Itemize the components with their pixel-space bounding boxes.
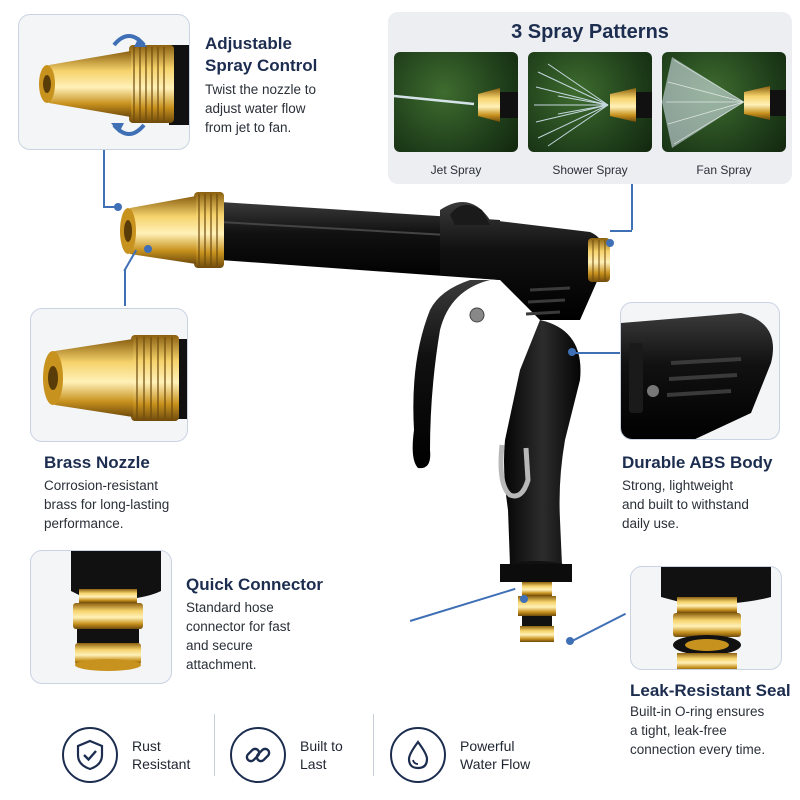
brass-title: Brass Nozzle — [44, 453, 150, 472]
dot-connector — [520, 595, 528, 603]
shield-check-icon — [62, 727, 118, 783]
benefit-water-flow: Powerful Water Flow — [390, 710, 550, 800]
dot-adjustable — [114, 203, 122, 211]
hose-gun-illustration — [120, 192, 610, 642]
connector-title: Quick Connector — [186, 575, 323, 594]
seal-desc-line2: a tight, leak-free — [630, 723, 727, 738]
spray-patterns-title: 3 Spray Patterns — [511, 21, 669, 43]
rotating-nozzle-illustration — [39, 34, 189, 136]
brass-desc-line3: performance. — [44, 516, 124, 531]
body-desc-line2: and built to withstand — [622, 497, 749, 512]
benefit-rust-line1: Rust — [132, 738, 161, 754]
benefit-separator-1 — [214, 714, 215, 776]
water-drop-icon — [390, 727, 446, 783]
leader-patterns — [631, 184, 633, 230]
body-desc-line3: daily use. — [622, 516, 680, 531]
benefit-built-line1: Built to — [300, 738, 343, 754]
connector-desc-line1: Standard hose — [186, 600, 274, 615]
connector-desc-line3: and secure — [186, 638, 253, 653]
jet-spray-label: Jet Spray — [430, 163, 482, 177]
adjustable-title-line1: Adjustable — [205, 34, 292, 53]
leader-brass-v — [124, 270, 126, 306]
leader-patterns-diag — [610, 230, 632, 232]
fan-spray-label: Fan Spray — [696, 163, 752, 177]
seal-desc-line3: connection every time. — [630, 742, 766, 757]
chain-link-icon — [230, 727, 286, 783]
leader-adjustable-h — [103, 206, 117, 208]
body-title: Durable ABS Body — [622, 453, 773, 472]
benefit-separator-2 — [373, 714, 374, 776]
dot-brass — [144, 245, 152, 253]
brass-nozzle-photo — [30, 308, 188, 442]
seal-title: Leak-Resistant Seal — [630, 681, 791, 700]
quick-connector-photo — [30, 550, 172, 684]
brass-desc-line2: brass for long-lasting — [44, 497, 170, 512]
abs-body-photo — [620, 302, 780, 440]
fan-spray-image — [662, 52, 786, 152]
adjustable-desc-line1: Twist the nozzle to — [205, 82, 317, 97]
connector-desc-line2: connector for fast — [186, 619, 291, 634]
body-desc-line1: Strong, lightweight — [622, 478, 734, 493]
benefit-built-line2: Last — [300, 756, 327, 772]
leader-adjustable-v — [103, 150, 105, 206]
dot-body — [568, 348, 576, 356]
spray-patterns-panel: 3 Spray Patterns Jet Spray Shower Spray — [388, 12, 792, 184]
connector-desc-line4: attachment. — [186, 657, 257, 672]
seal-desc-line1: Built-in O-ring ensures — [630, 704, 765, 719]
benefit-rust-line2: Resistant — [132, 756, 191, 772]
leak-seal-photo — [630, 566, 782, 670]
shower-spray-image — [528, 52, 652, 152]
jet-spray-image — [394, 52, 518, 152]
adjustable-desc-line2: adjust water flow — [205, 101, 306, 116]
benefit-built-to-last: Built to Last — [230, 710, 390, 800]
adjustable-title-line2: Spray Control — [205, 56, 318, 75]
leader-body — [574, 352, 620, 354]
adjustable-nozzle-photo — [18, 14, 190, 150]
benefit-water-line1: Powerful — [460, 738, 515, 754]
dot-patterns — [606, 239, 614, 247]
brass-desc-line1: Corrosion-resistant — [44, 478, 159, 493]
benefit-rust-resistant: Rust Resistant — [62, 710, 222, 800]
adjustable-desc-line3: from jet to fan. — [205, 120, 292, 135]
benefit-water-line2: Water Flow — [460, 756, 531, 772]
dot-seal — [566, 637, 574, 645]
shower-spray-label: Shower Spray — [552, 163, 628, 177]
